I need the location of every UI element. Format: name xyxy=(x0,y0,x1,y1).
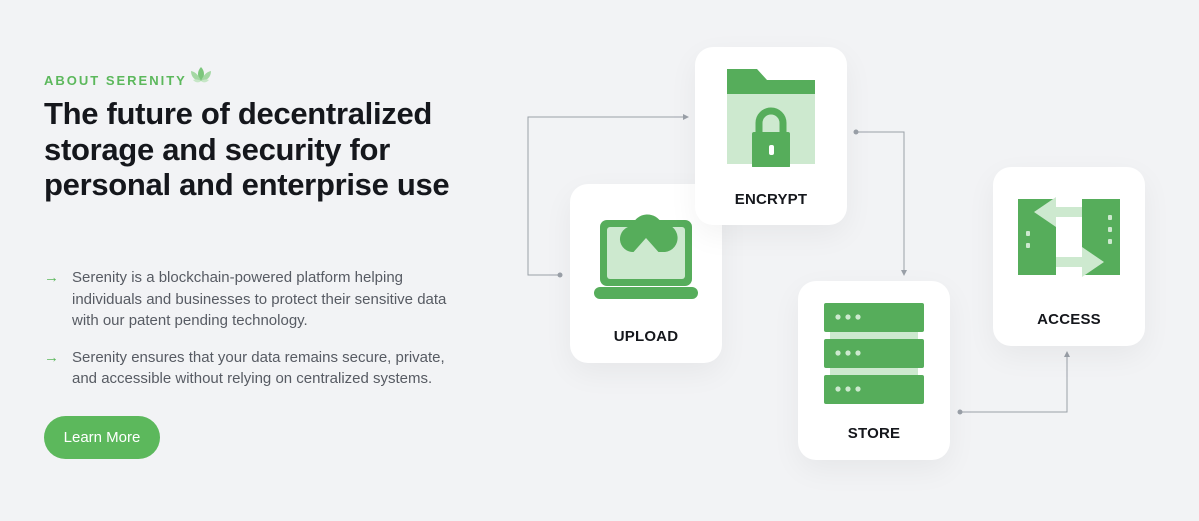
folder-lock-icon xyxy=(727,69,815,167)
learn-more-button[interactable]: Learn More xyxy=(44,416,160,459)
lotus-icon xyxy=(190,67,211,83)
upload-label: UPLOAD xyxy=(613,328,679,345)
arrow-right-icon: → xyxy=(44,269,59,286)
laptop-cloud-upload-icon xyxy=(594,214,698,299)
server-stack-icon xyxy=(824,303,924,404)
store-label: STORE xyxy=(847,425,901,442)
store-card: STORE xyxy=(798,281,950,460)
access-card: ACCESS xyxy=(993,167,1145,346)
arrow-right-icon: → xyxy=(44,348,59,366)
headline: The future of decentralized storage and … xyxy=(44,96,450,202)
bullet-text: Serenity ensures that your data remains … xyxy=(72,348,445,388)
eyebrow-text: ABOUT SERENITY xyxy=(44,73,187,88)
bullet-list: → Serenity is a blockchain-powered platf… xyxy=(44,267,504,405)
eyebrow: ABOUT SERENITY xyxy=(44,66,213,88)
bullet-text: Serenity is a blockchain-powered platfor… xyxy=(72,269,447,329)
exchange-arrows-icon xyxy=(1018,197,1120,277)
bullet-item: → Serenity ensures that your data remain… xyxy=(44,347,504,390)
encrypt-label: ENCRYPT xyxy=(734,191,808,208)
encrypt-card: ENCRYPT xyxy=(695,47,847,225)
access-label: ACCESS xyxy=(1037,311,1101,328)
bullet-item: → Serenity is a blockchain-powered platf… xyxy=(44,267,504,332)
